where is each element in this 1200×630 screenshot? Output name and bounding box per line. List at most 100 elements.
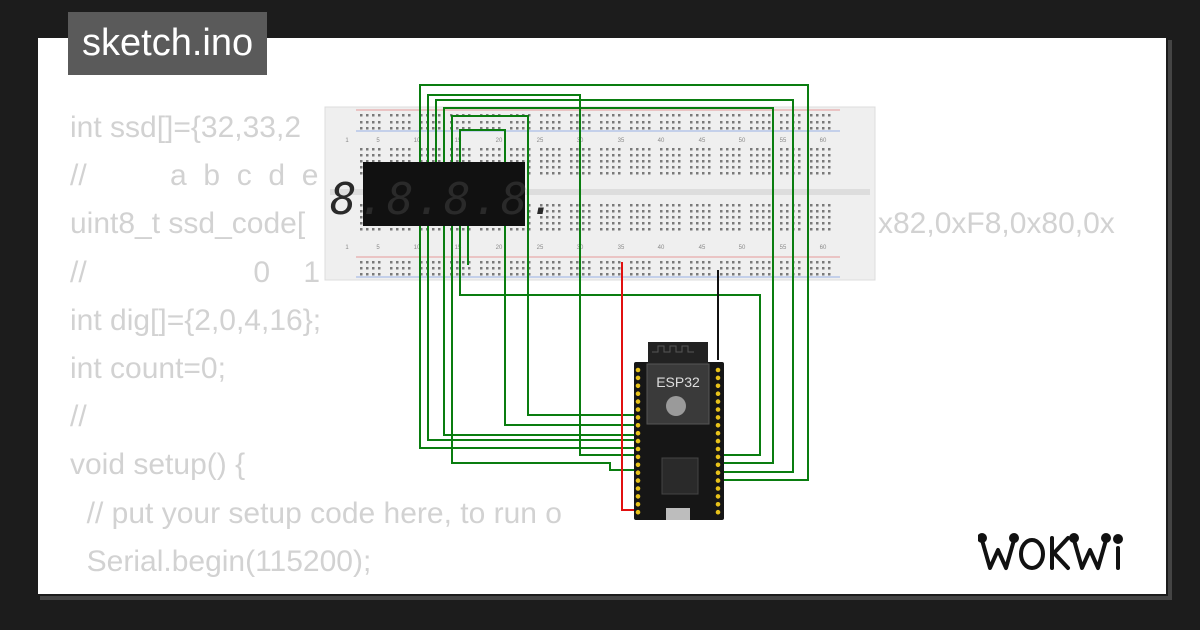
breadboard-hole <box>396 261 399 264</box>
breadboard-hole <box>732 210 735 213</box>
breadboard-hole <box>630 222 633 225</box>
breadboard-hole <box>786 172 789 175</box>
breadboard-hole <box>828 160 831 163</box>
header-pin[interactable] <box>635 438 641 444</box>
breadboard-hole <box>786 121 789 124</box>
breadboard-hole <box>630 204 633 207</box>
breadboard-hole <box>822 154 825 157</box>
header-pin[interactable] <box>635 502 641 507</box>
header-pin[interactable] <box>715 502 721 507</box>
header-pin[interactable] <box>635 478 641 483</box>
header-pin[interactable] <box>715 486 721 491</box>
breadboard-hole <box>612 121 615 124</box>
breadboard-hole <box>456 228 459 231</box>
breadboard-hole <box>618 273 621 276</box>
header-pin[interactable] <box>635 383 641 389</box>
breadboard-hole <box>528 160 531 163</box>
header-pin[interactable] <box>715 462 721 468</box>
header-pin[interactable] <box>715 383 721 389</box>
esp32-board[interactable]: ESP32 <box>634 342 724 520</box>
header-pin[interactable] <box>635 399 641 404</box>
breadboard-hole <box>522 273 525 276</box>
header-pin[interactable] <box>715 494 721 499</box>
breadboard-hole <box>816 261 819 264</box>
breadboard-hole <box>366 160 369 163</box>
breadboard-hole <box>690 160 693 163</box>
breadboard-hole <box>642 160 645 163</box>
column-number: 40 <box>658 138 665 144</box>
breadboard-hole <box>672 154 675 157</box>
breadboard-hole <box>630 154 633 157</box>
header-pin[interactable] <box>635 486 641 491</box>
column-number: 1 <box>345 245 349 251</box>
header-pin[interactable] <box>715 423 721 428</box>
header-pin[interactable] <box>715 391 721 397</box>
header-pin[interactable] <box>635 375 641 381</box>
breadboard-hole <box>402 160 405 163</box>
header-pin[interactable] <box>715 478 721 483</box>
breadboard-hole <box>606 114 609 117</box>
header-pin[interactable] <box>635 367 641 373</box>
header-pin[interactable] <box>635 462 641 468</box>
breadboard-hole <box>630 273 633 276</box>
breadboard-hole <box>816 166 819 169</box>
breadboard-hole <box>726 273 729 276</box>
breadboard-hole <box>516 154 519 157</box>
header-pin[interactable] <box>635 509 641 515</box>
breadboard-hole <box>558 228 561 231</box>
seven-segment-display[interactable]: 8.8.8.8. <box>330 162 558 226</box>
breadboard-hole <box>390 127 393 130</box>
breadboard-hole <box>570 160 573 163</box>
header-pin[interactable] <box>715 375 721 381</box>
breadboard-hole <box>372 267 375 270</box>
header-pin[interactable] <box>635 454 641 460</box>
breadboard-hole <box>828 114 831 117</box>
header-pin[interactable] <box>635 494 641 499</box>
breadboard-hole <box>420 114 423 117</box>
header-pin[interactable] <box>635 423 641 428</box>
header-pin[interactable] <box>635 415 641 420</box>
breadboard-hole <box>720 114 723 117</box>
breadboard-hole <box>642 121 645 124</box>
breadboard-hole <box>666 261 669 264</box>
breadboard-hole <box>582 172 585 175</box>
breadboard-hole <box>558 172 561 175</box>
breadboard-hole <box>702 222 705 225</box>
header-pin[interactable] <box>635 407 641 412</box>
header-pin[interactable] <box>635 391 641 397</box>
column-number: 5 <box>376 245 380 251</box>
breadboard-hole <box>690 172 693 175</box>
header-pin[interactable] <box>715 470 721 476</box>
file-tab[interactable]: sketch.ino <box>68 12 268 75</box>
header-pin[interactable] <box>715 438 721 444</box>
breadboard-hole <box>798 204 801 207</box>
breadboard-hole <box>726 210 729 213</box>
breadboard-hole <box>678 160 681 163</box>
breadboard-hole <box>420 160 423 163</box>
breadboard-hole <box>558 154 561 157</box>
header-pin[interactable] <box>715 446 721 452</box>
header-pin[interactable] <box>635 446 641 452</box>
breadboard-hole <box>408 148 411 151</box>
header-pin[interactable] <box>635 430 641 436</box>
header-pin[interactable] <box>715 415 721 420</box>
breadboard-hole <box>408 267 411 270</box>
breadboard-hole <box>360 204 363 207</box>
breadboard-hole <box>666 222 669 225</box>
breadboard-hole <box>636 228 639 231</box>
breadboard-hole <box>396 160 399 163</box>
header-pin[interactable] <box>715 509 721 515</box>
breadboard-hole <box>546 121 549 124</box>
header-pin[interactable] <box>635 470 641 476</box>
breadboard-hole <box>648 114 651 117</box>
breadboard-hole <box>360 261 363 264</box>
breadboard-hole <box>768 210 771 213</box>
breadboard-hole <box>486 121 489 124</box>
header-pin[interactable] <box>715 367 721 373</box>
header-pin[interactable] <box>715 430 721 436</box>
header-pin[interactable] <box>715 454 721 460</box>
breadboard-hole <box>378 228 381 231</box>
header-pin[interactable] <box>715 399 721 404</box>
header-pin[interactable] <box>715 407 721 412</box>
